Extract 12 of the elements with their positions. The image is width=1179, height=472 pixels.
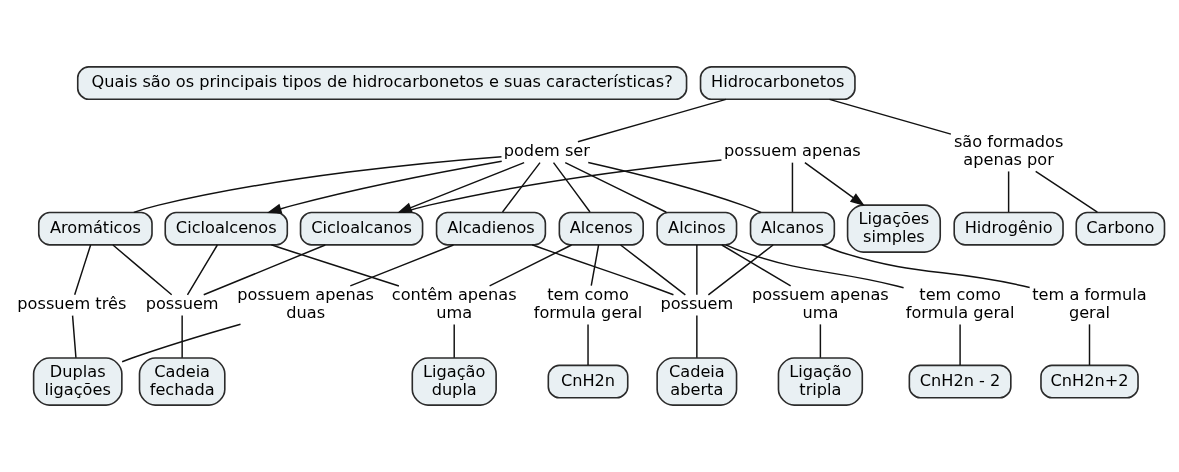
node-text: são formados apenas por	[953, 132, 1064, 170]
node-text: possuem	[145, 294, 219, 314]
node-text: possuem apenas	[724, 141, 861, 161]
node-text: possuem apenas uma	[752, 285, 889, 323]
node-text: tem como formula geral	[905, 285, 1015, 323]
node-text: possuem três	[17, 294, 127, 314]
node-text: tem a formula geral	[1032, 285, 1147, 323]
node-text: podem ser	[503, 141, 590, 161]
node-text: possuem	[660, 294, 734, 314]
node-text: contêm apenas uma	[391, 285, 517, 323]
node-text: possuem apenas duas	[237, 285, 375, 323]
node-text: tem como formula geral	[533, 285, 643, 323]
